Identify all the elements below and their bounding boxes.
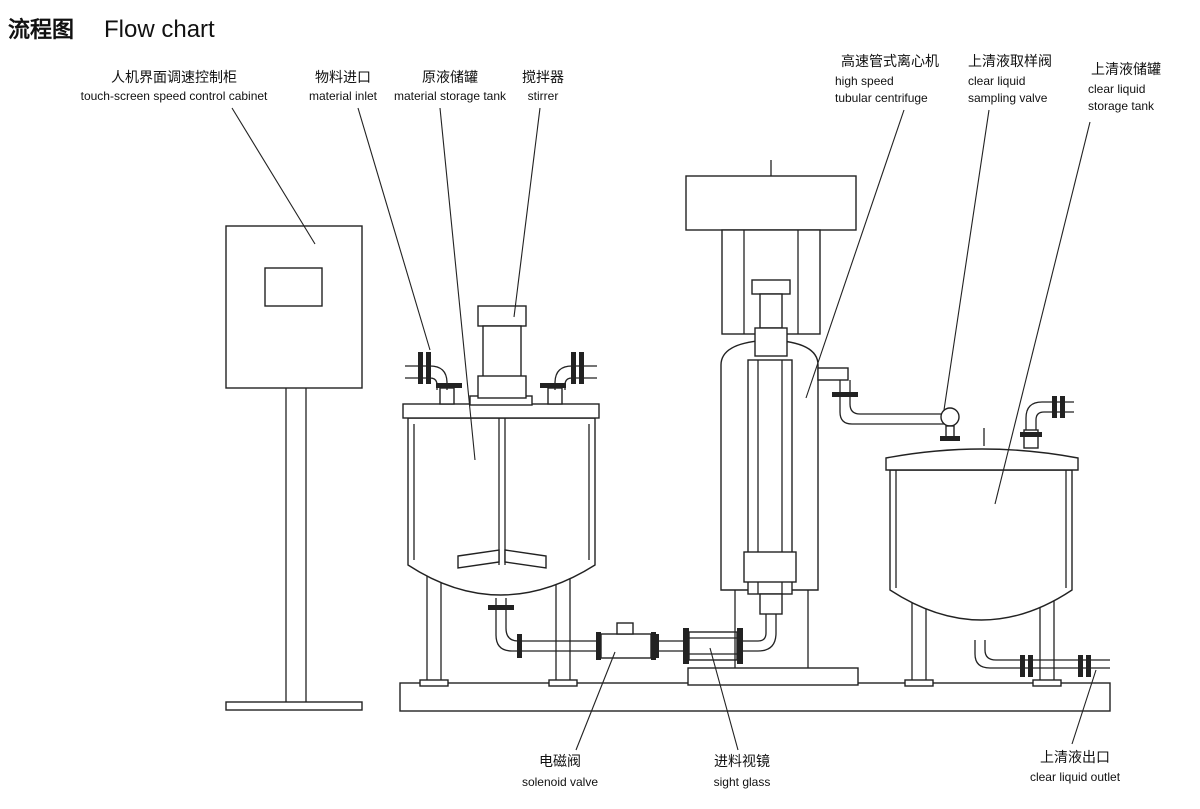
label-solenoid: 电磁阀 solenoid valve: [522, 754, 598, 789]
label-inlet: 物料进口 material inlet: [309, 70, 378, 103]
label-centrifuge: 高速管式离心机 high speed tubular centrifuge: [835, 53, 939, 105]
label-cabinet: 人机界面调速控制柜 touch-screen speed control cab…: [81, 70, 268, 103]
label-outlet: 上清液出口 clear liquid outlet: [1030, 750, 1121, 784]
label-centrifuge-en1: high speed: [835, 74, 894, 88]
label-storage: 原液储罐 material storage tank: [394, 70, 507, 103]
stirrer: [457, 305, 547, 569]
tank-return-pipe: [540, 352, 597, 390]
label-outlet-cn: 上清液出口: [1040, 750, 1110, 766]
sight-glass: [683, 628, 743, 664]
label-centrifuge-cn: 高速管式离心机: [841, 53, 939, 70]
title-en: Flow chart: [104, 16, 215, 43]
tubular-centrifuge: [685, 160, 857, 668]
label-sampling-cn: 上清液取样阀: [968, 54, 1052, 70]
clear-liquid-pipe: [832, 380, 950, 425]
leader-lines: [231, 107, 1097, 751]
label-sampling: 上清液取样阀 clear liquid sampling valve: [968, 54, 1052, 105]
label-centrifuge-en2: tubular centrifuge: [835, 91, 928, 105]
clear-liquid-outlet-pipe: [974, 640, 1110, 677]
label-storage-cn: 原液储罐: [422, 70, 478, 86]
feed-pipeline: [488, 598, 777, 658]
label-cleartank: 上清液储罐 clear liquid storage tank: [1088, 62, 1161, 113]
label-sampling-en1: clear liquid: [968, 74, 1025, 88]
label-outlet-en: clear liquid outlet: [1030, 770, 1121, 784]
label-solenoid-cn: 电磁阀: [539, 754, 581, 770]
label-cleartank-en1: clear liquid: [1088, 82, 1145, 96]
control-cabinet: [225, 225, 363, 711]
clear-liquid-storage-tank: [885, 396, 1079, 687]
label-stirrer-en: stirrer: [528, 89, 559, 103]
label-sightglass-en: sight glass: [714, 775, 771, 789]
label-stirrer-cn: 搅拌器: [522, 70, 564, 86]
label-stirrer: 搅拌器 stirrer: [522, 70, 564, 103]
label-cabinet-cn: 人机界面调速控制柜: [111, 70, 237, 86]
label-inlet-en: material inlet: [309, 89, 378, 103]
label-sightglass-cn: 进料视镜: [714, 754, 770, 770]
base-plate: [399, 667, 1111, 712]
material-inlet-pipe: [405, 352, 462, 390]
label-inlet-cn: 物料进口: [315, 70, 371, 86]
label-storage-en: material storage tank: [394, 89, 507, 103]
label-sampling-en2: sampling valve: [968, 91, 1048, 105]
sampling-valve: [940, 407, 960, 441]
label-cleartank-en2: storage tank: [1088, 99, 1155, 113]
material-storage-tank: [402, 387, 600, 687]
title-cn: 流程图: [8, 17, 74, 43]
label-sightglass: 进料视镜 sight glass: [714, 754, 771, 789]
label-cleartank-cn: 上清液储罐: [1091, 62, 1161, 78]
solenoid-valve: [596, 622, 656, 660]
label-solenoid-en: solenoid valve: [522, 775, 598, 789]
label-cabinet-en: touch-screen speed control cabinet: [81, 89, 268, 103]
